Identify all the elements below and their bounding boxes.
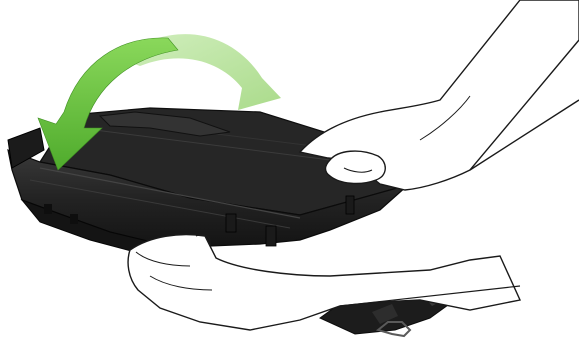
right-hand [300, 0, 579, 190]
